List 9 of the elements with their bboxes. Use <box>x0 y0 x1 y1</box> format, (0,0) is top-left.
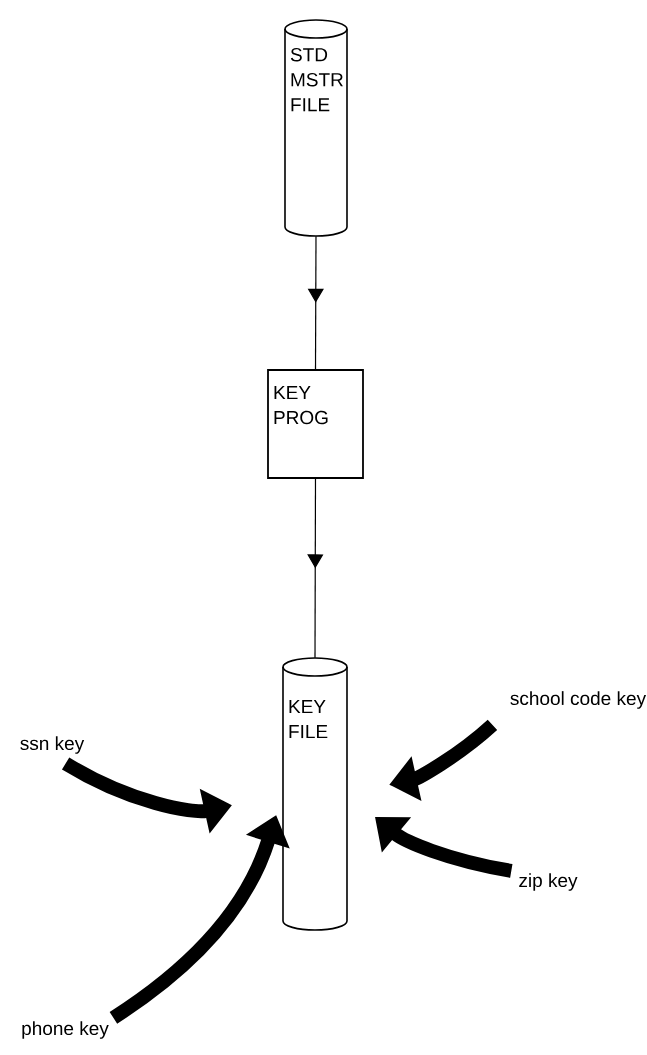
cylinder: KEY FILE <box>282 657 348 931</box>
arrow <box>375 817 513 878</box>
arrow <box>307 478 324 659</box>
process-box: KEY PROG <box>267 369 364 479</box>
key-label: school code key <box>510 691 647 709</box>
key-label: zip key <box>519 873 578 891</box>
key-label: ssn key <box>20 736 85 754</box>
cylinder: STD MSTR FILE <box>284 19 348 237</box>
key-label: phone key <box>22 1021 109 1039</box>
